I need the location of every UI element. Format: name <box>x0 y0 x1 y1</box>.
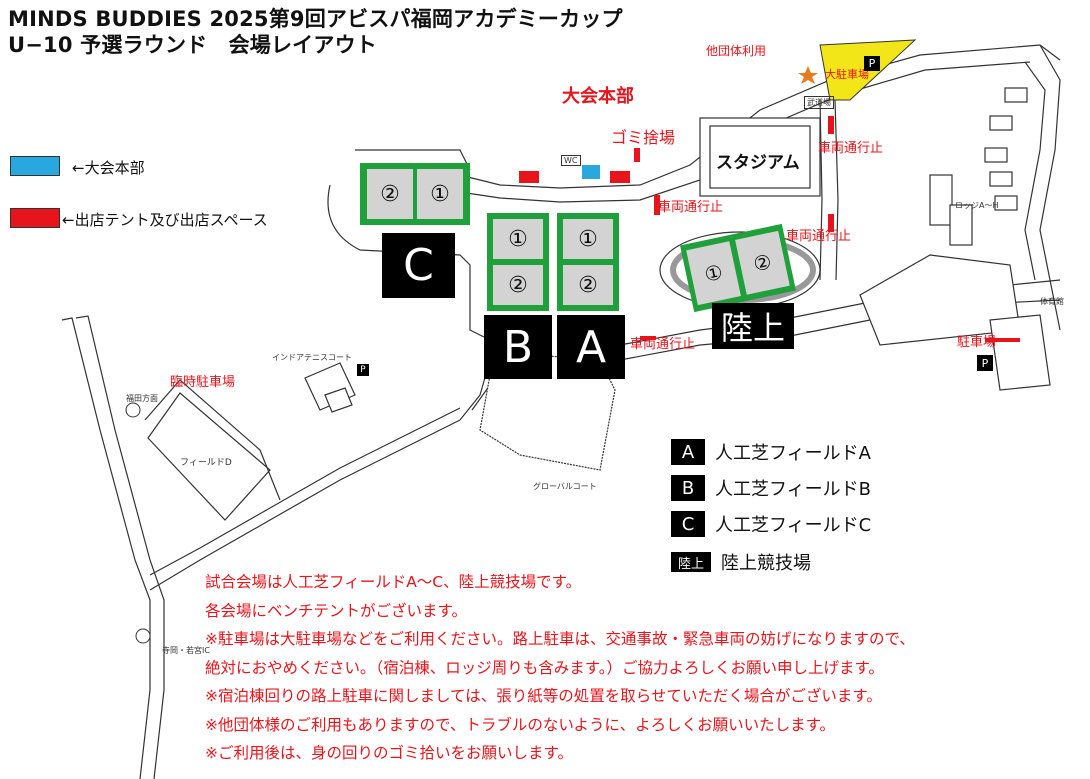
field-c: ② ① <box>360 163 470 225</box>
notes: 試合会場は人工芝フィールドA〜C、陸上競技場です。 各会場にベンチテントがござい… <box>205 568 915 768</box>
gym-label: 体育館 <box>1040 297 1064 306</box>
key-box-track: 陸上 <box>671 552 711 572</box>
parking-label: 駐車場 <box>957 335 997 350</box>
page-title: MINDS BUDDIES 2025第9回アビスパ福岡アカデミーカップ U−10… <box>8 6 623 58</box>
key-text-track: 陸上競技場 <box>721 553 811 574</box>
legend-tent-swatch <box>10 208 60 228</box>
note-line: ※駐車場は大駐車場などをご利用ください。路上駐車は、交通事故・緊急車両の妨げにな… <box>205 630 915 648</box>
field-c-label: C <box>382 233 455 298</box>
garbage-label: ゴミ捨場 <box>611 128 676 147</box>
direction-2-label: 寺岡・若宮IC <box>162 646 210 655</box>
lodge-label: ロッジA〜H <box>955 201 999 210</box>
track-pitch-1: ① <box>686 241 741 306</box>
key-box-c: C <box>671 511 705 537</box>
field-b-pitch-1: ① <box>493 219 543 259</box>
big-parking-label: 大駐車場 <box>825 68 869 81</box>
hq-label: 大会本部 <box>562 86 634 107</box>
hq-tent <box>582 165 600 179</box>
title-line-1: MINDS BUDDIES 2025第9回アビスパ福岡アカデミーカップ <box>8 7 623 31</box>
note-line: 試合会場は人工芝フィールドA〜C、陸上競技場です。 <box>205 573 582 591</box>
traffic-bar-3 <box>828 214 834 232</box>
dojo-label: 武道場 <box>804 96 834 109</box>
key-box-a: A <box>671 439 705 465</box>
traffic-label-4: 車両通行止 <box>630 337 696 352</box>
title-line-2: U−10 予選ラウンド 会場レイアウト <box>8 33 377 57</box>
field-a: ① ② <box>557 213 619 311</box>
direction-1-label: 福田方面 <box>126 394 158 403</box>
star-icon <box>798 66 818 84</box>
field-c-pitch-1: ① <box>417 169 463 219</box>
key-text-a: 人工芝フィールドA <box>715 443 871 464</box>
other-team-label: 他団体利用 <box>706 44 767 58</box>
field-a-label: A <box>557 315 625 379</box>
key-text-c: 人工芝フィールドC <box>715 515 872 536</box>
direction-icon-2 <box>135 628 151 644</box>
track-label: 陸上 <box>712 303 794 349</box>
traffic-label-2: 車両通行止 <box>818 141 884 156</box>
traffic-bar-1 <box>654 195 660 215</box>
field-b-pitch-2: ② <box>493 265 543 305</box>
temp-parking-label: 臨時駐車場 <box>170 375 236 390</box>
legend-hq-text: ←大会本部 <box>72 159 145 177</box>
traffic-label-3: 車両通行止 <box>786 229 852 244</box>
key-box-b: B <box>671 475 705 501</box>
field-b: ① ② <box>487 213 549 311</box>
note-line: ※宿泊棟回りの路上駐車に関しましては、張り紙等の処置を取らせていただく場合がござ… <box>205 687 882 705</box>
key-row-b: B 人工芝フィールドB <box>671 474 871 502</box>
legend-tent-text: ←出店テント及び出店スペース <box>62 211 268 229</box>
stadium-label: スタジアム <box>716 153 800 173</box>
parking-p-icon: P <box>977 355 993 371</box>
traffic-bar-5 <box>985 338 1020 342</box>
tennis-p-icon: P <box>357 364 369 376</box>
track-pitch-2: ② <box>735 230 790 295</box>
legend-hq-swatch <box>10 156 60 176</box>
wc-label: WC <box>561 155 581 166</box>
key-row-track: 陸上 陸上競技場 <box>671 548 811 576</box>
traffic-bar-4 <box>640 336 656 340</box>
field-c-pitch-2: ② <box>367 169 413 219</box>
big-parking-p-icon: P <box>864 56 880 71</box>
traffic-label-1: 車両通行止 <box>658 200 724 215</box>
direction-icon-1 <box>125 402 141 418</box>
note-line: 絶対におやめください。（宿泊棟、ロッジ周りも含みます。）ご協力よろしくお願い申し… <box>205 658 884 677</box>
note-line: 各会場にベンチテントがございます。 <box>205 601 467 620</box>
note-line: ※他団体様のご利用もありますので、トラブルのないように、よろしくお願いいたします… <box>205 715 836 734</box>
field-a-pitch-1: ① <box>563 219 613 259</box>
field-b-label: B <box>484 315 552 379</box>
note-line: ※ご利用後は、身の回りのゴミ拾いをお願いします。 <box>205 744 573 762</box>
global-court-label: グローバルコート <box>533 482 597 491</box>
tent-2 <box>610 171 630 183</box>
tent-3 <box>634 148 640 162</box>
field-d-label: フィールドD <box>180 458 232 468</box>
key-row-a: A 人工芝フィールドA <box>671 438 871 466</box>
indoor-tennis-label: インドアテニスコート <box>272 353 352 362</box>
field-a-pitch-2: ② <box>563 265 613 305</box>
key-row-c: C 人工芝フィールドC <box>671 510 871 538</box>
traffic-bar-2 <box>828 116 834 134</box>
key-text-b: 人工芝フィールドB <box>715 479 871 500</box>
tent-1 <box>519 171 539 183</box>
